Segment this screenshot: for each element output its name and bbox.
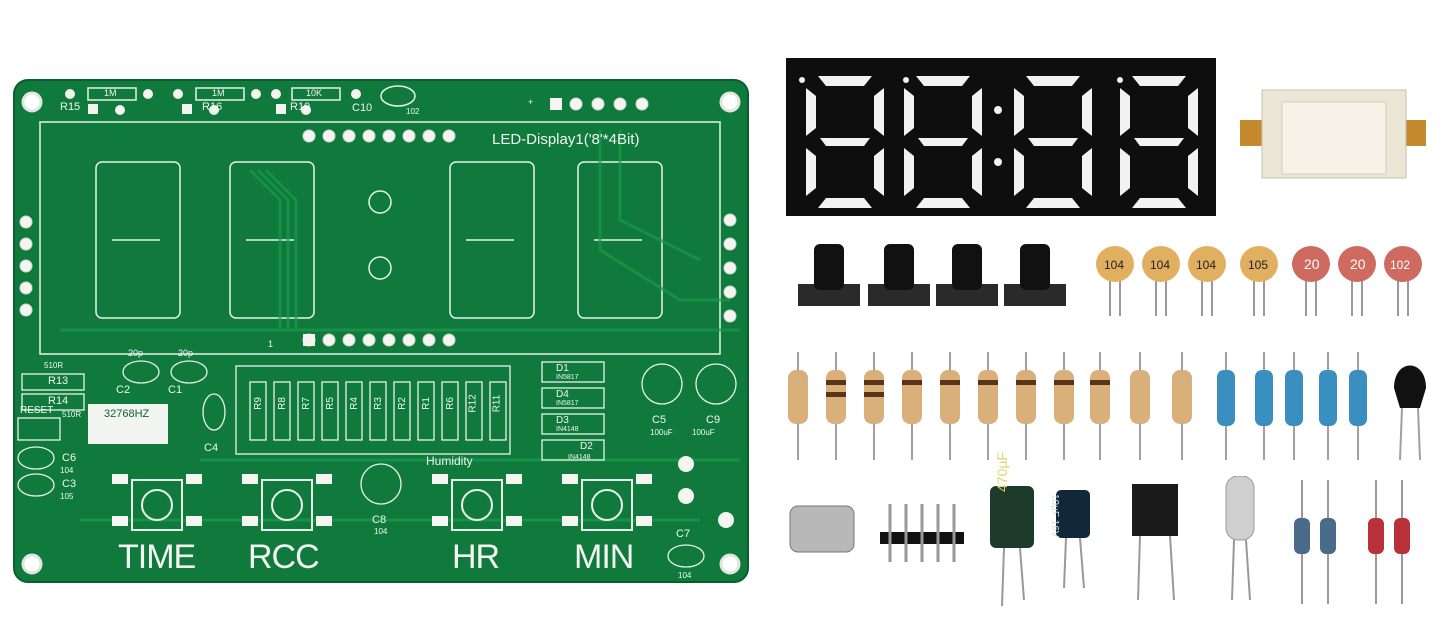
value-r15: 1M [104, 88, 117, 98]
label-r7: R7 [300, 397, 312, 410]
electrolytic-small-label: 10µF 16V [1049, 494, 1060, 538]
ceramic-cap-label-3: 104 [1196, 258, 1217, 272]
ceramic-cap-label-7: 102 [1390, 258, 1411, 272]
value-510r-a: 510R [44, 361, 64, 370]
value-c6: 104 [60, 466, 74, 475]
button-label-time: TIME [118, 538, 196, 576]
label-d2: D2 [580, 441, 593, 452]
label-c10: C10 [352, 102, 373, 114]
value-510r-b: 510R [62, 410, 82, 419]
crystal-label: 32768HZ [104, 408, 150, 420]
label-r8: R8 [276, 397, 288, 410]
ceramic-cap-label-2: 104 [1150, 258, 1171, 272]
label-c5: C5 [652, 414, 667, 426]
label-d1: D1 [556, 363, 569, 374]
reset-label: RESET [20, 405, 54, 416]
label-r3: R3 [372, 397, 384, 410]
label-r5: R5 [324, 397, 336, 410]
button-label-rcc: RCC [248, 538, 320, 576]
part-d3: IN4148 [556, 426, 579, 433]
label-c7: C7 [676, 528, 691, 540]
value-c9: 100uF [692, 428, 715, 437]
value-c7: 104 [678, 571, 692, 580]
ceramic-cap-label-1: 104 [1104, 258, 1125, 272]
value-r10: 10K [306, 88, 323, 98]
label-r16: R16 [202, 101, 223, 113]
battery-holder [1240, 89, 1426, 179]
label-c2: C2 [116, 384, 131, 396]
value-c3: 105 [60, 492, 74, 501]
ceramic-cap-label-4: 105 [1248, 258, 1269, 272]
pcb-board [13, 79, 749, 583]
part-d1: IN5817 [556, 374, 579, 381]
part-d4: IN5817 [556, 400, 579, 407]
label-r10: R10 [290, 101, 311, 113]
label-r12: R12 [467, 394, 479, 413]
label-r2: R2 [396, 397, 408, 410]
label-r6: R6 [444, 397, 456, 410]
crystal-ref: Y1 [122, 433, 135, 444]
humidity-label: Humidity [426, 454, 473, 468]
label-r9: R9 [252, 397, 264, 410]
label-r15: R15 [60, 101, 81, 113]
plus-mark: + [528, 97, 534, 107]
label-c9: C9 [706, 414, 721, 426]
button-label-hr: HR [452, 538, 500, 576]
label-c3: C3 [62, 478, 77, 490]
board-title: LED-Display1('8'*4Bit) [492, 131, 640, 148]
value-c5: 100uF [650, 428, 673, 437]
ceramic-cap-label-6: 20 [1350, 256, 1366, 272]
value-20p-b: 20p [178, 348, 194, 358]
ceramic-capacitors [1096, 246, 1422, 316]
electrolytic-big-label: 470µF [994, 452, 1010, 492]
label-d4: D4 [556, 389, 569, 400]
button-label-min: MIN [574, 538, 634, 576]
part-d2: IN4148 [568, 454, 591, 461]
label-c6: C6 [62, 452, 77, 464]
ceramic-cap-label-5: 20 [1304, 256, 1320, 272]
pin1-label: 1 [268, 339, 274, 349]
label-r13: R13 [48, 375, 69, 387]
value-c8: 104 [374, 527, 388, 536]
value-r16: 1M [212, 88, 225, 98]
seven-segment-display [786, 58, 1216, 216]
label-c4: C4 [204, 442, 219, 454]
resistors-row [788, 352, 1426, 461]
label-r1: R1 [420, 397, 432, 410]
label-c8: C8 [372, 514, 387, 526]
label-r4: R4 [348, 397, 360, 410]
value-c10: 102 [406, 107, 420, 116]
tactile-switches [798, 244, 1066, 306]
misc-parts-row [789, 476, 1410, 607]
label-r14: R14 [48, 395, 69, 407]
label-d3: D3 [556, 415, 569, 426]
label-c1: C1 [168, 384, 183, 396]
label-r11: R11 [491, 394, 503, 413]
value-20p-a: 20p [128, 348, 144, 358]
